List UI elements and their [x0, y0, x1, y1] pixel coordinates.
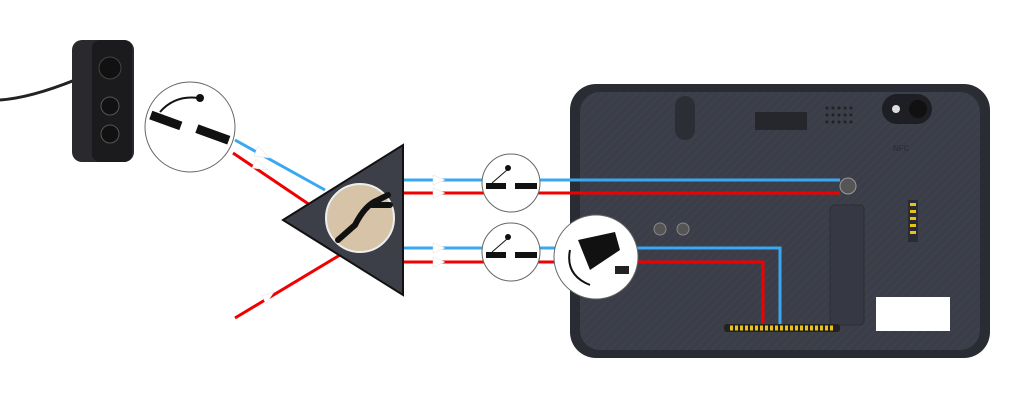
button-icon: [100, 96, 120, 116]
power-line: [232, 151, 311, 207]
button-icon: [100, 124, 120, 144]
nfc-label: NFC: [893, 144, 910, 153]
expansion-cover: [829, 204, 865, 326]
data-line: [234, 138, 326, 192]
push-to-talk-device: [0, 40, 134, 162]
speaker-grille-icon: [825, 106, 853, 124]
device-cable: [0, 78, 76, 102]
tablet-button-icon: [675, 96, 695, 140]
screw-hole-icon: [653, 222, 667, 236]
connector-detail-2: [481, 222, 541, 282]
screw-hole-icon: [676, 222, 690, 236]
round-connector-port: [839, 177, 857, 195]
label-sticker: [876, 297, 950, 331]
device-connector-detail: [144, 81, 236, 173]
knob-icon: [98, 56, 122, 80]
power-line: [234, 253, 341, 320]
camera-lens-icon: [909, 100, 927, 118]
tablet-vent-icon: [755, 112, 807, 130]
flash-icon: [892, 105, 900, 113]
dock-connector-detail: [553, 214, 639, 300]
side-pogo-pins: [908, 200, 918, 242]
arrow-icons: [251, 145, 446, 305]
rugged-tablet: NFC: [570, 84, 990, 358]
connector-detail-1: [481, 153, 541, 213]
